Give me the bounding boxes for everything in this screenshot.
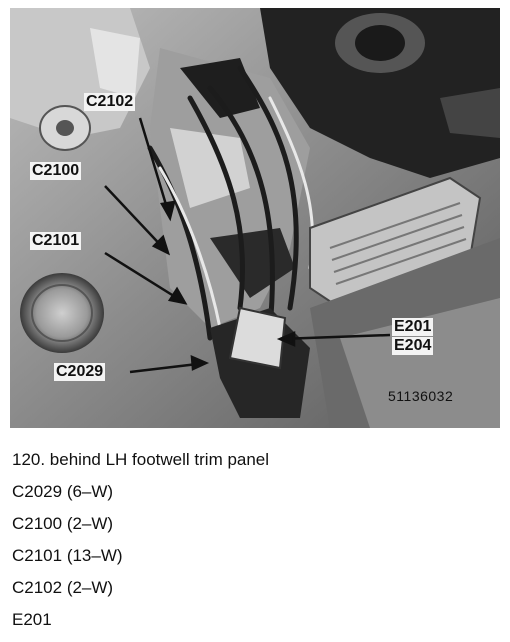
connector-item: C2101 (13–W) [12,546,123,565]
caption-block: 120. behind LH footwell trim panel C2029… [12,444,502,636]
callout-c2029: C2029 [54,363,106,381]
dark-machinery [260,8,500,178]
connector-location-photo [10,8,500,428]
callout-e201: E201 [392,318,434,336]
caption-title: 120. behind LH footwell trim panel [12,450,270,469]
connector-item: C2100 (2–W) [12,514,114,533]
callout-c2102: C2102 [84,93,136,111]
callout-c2101: C2101 [30,232,82,250]
leader-lines [104,117,391,374]
connector-item: C2102 (2–W) [12,578,114,597]
connector-e201 [228,306,287,370]
callout-e204: E204 [392,337,434,355]
callout-c2100: C2100 [30,162,82,180]
photo-illustration [10,8,500,428]
connector-item: E201 [12,610,52,629]
figure-number: 51136032 [388,388,454,404]
connector-item: C2029 (6–W) [12,482,114,501]
